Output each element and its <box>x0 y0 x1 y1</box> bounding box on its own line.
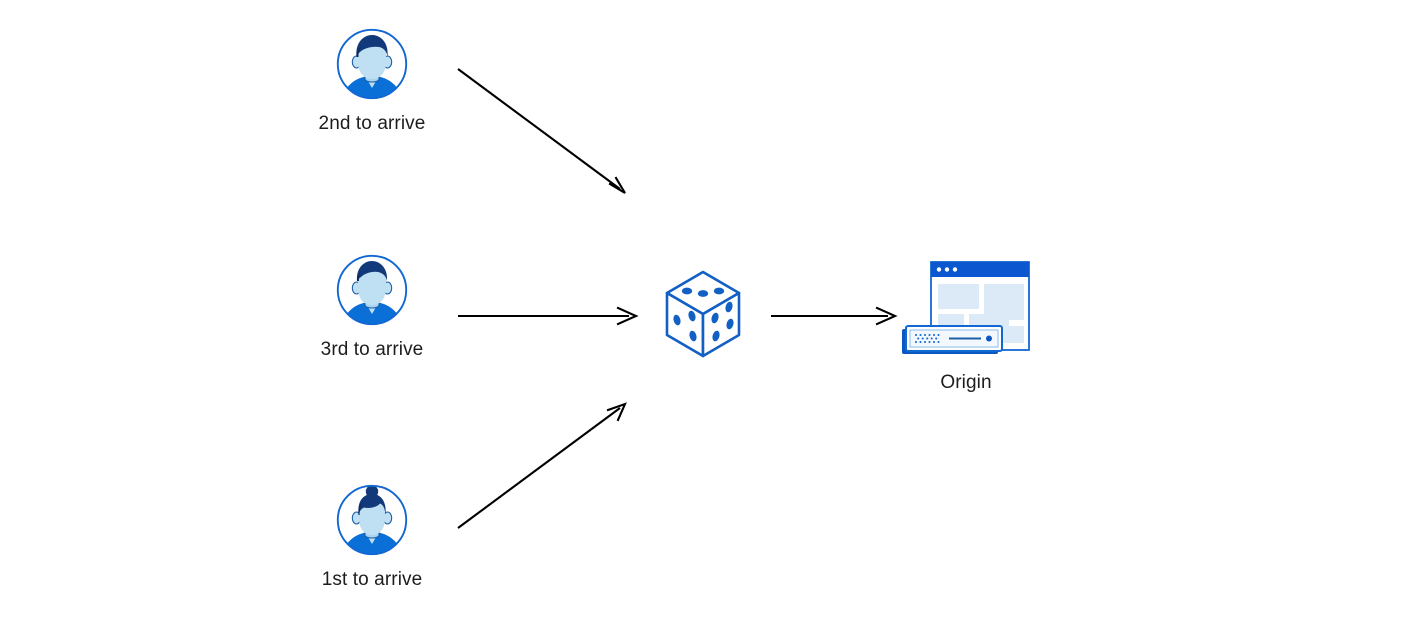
node-randomizer <box>660 266 746 362</box>
user-avatar-icon <box>336 28 408 100</box>
edge-2nd-to-dice <box>457 68 626 194</box>
origin-server-icon <box>902 261 1030 354</box>
node-user-2nd: 2nd to arrive <box>312 26 432 135</box>
dice-icon <box>665 270 741 358</box>
user-avatar-icon <box>336 254 408 326</box>
user-avatar-icon <box>336 484 408 556</box>
node-label-origin: Origin <box>940 372 992 393</box>
edge-1st-to-dice <box>457 402 627 529</box>
edge-3rd-to-dice <box>458 306 639 326</box>
node-user-3rd: 3rd to arrive <box>312 252 432 361</box>
node-label-user-3rd: 3rd to arrive <box>320 339 424 360</box>
avatar <box>312 26 432 102</box>
node-origin: Origin <box>893 256 1039 394</box>
server-device-icon <box>902 325 1003 354</box>
avatar <box>312 482 432 558</box>
node-label-user-1st: 1st to arrive <box>321 569 423 590</box>
node-label-user-2nd: 2nd to arrive <box>318 113 426 134</box>
edge-dice-to-origin <box>771 306 898 326</box>
avatar <box>312 252 432 328</box>
node-user-1st: 1st to arrive <box>312 482 432 591</box>
